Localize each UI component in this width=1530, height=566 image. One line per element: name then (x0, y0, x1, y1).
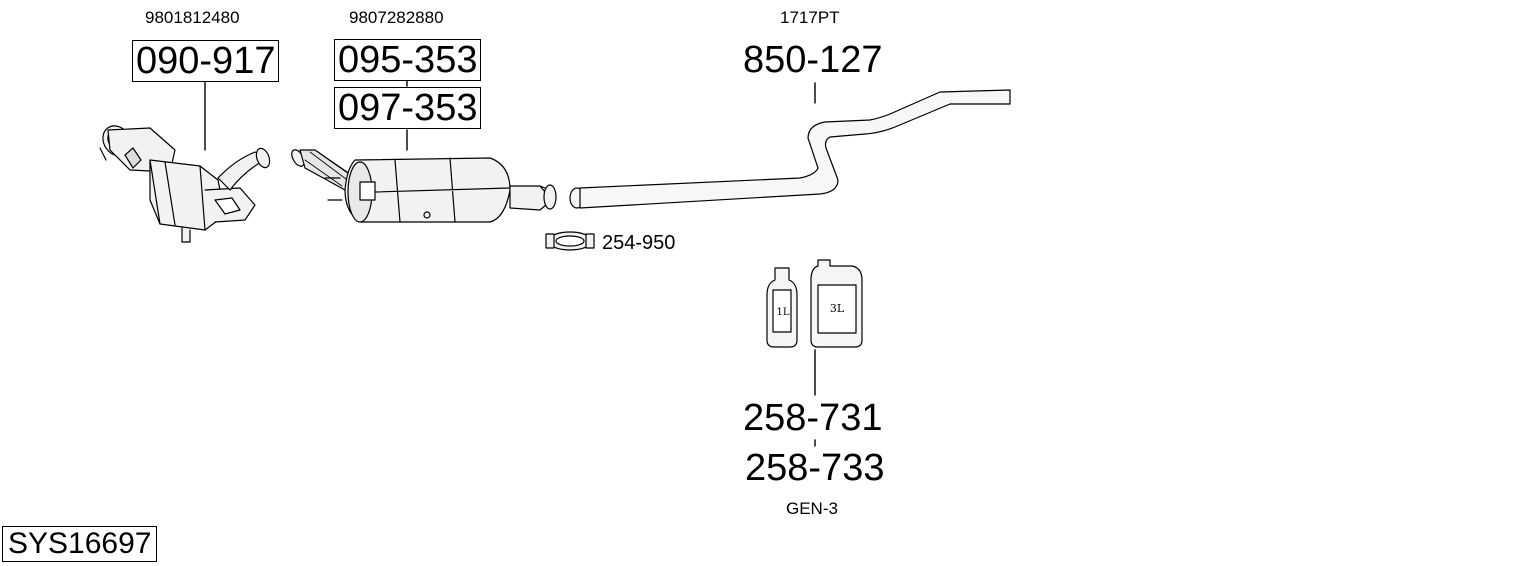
pipe-oe-number: 1717PT (780, 8, 840, 27)
pipe-part-number[interactable]: 850-127 (743, 39, 883, 81)
fluid-note: GEN-3 (786, 499, 838, 518)
particulate-filter-drawing (291, 149, 557, 223)
leader-lines (204, 79, 816, 447)
fluid-container-3l-drawing (810, 259, 863, 348)
fluid-container-1l-drawing (766, 267, 798, 348)
catalytic-converter-drawing (99, 125, 271, 243)
container-3l-label: 3L (830, 302, 845, 315)
dpf-part-number-2[interactable]: 097-353 (334, 87, 482, 129)
clamp-part-number[interactable]: 254-950 (602, 232, 676, 254)
fluid-part-number-2[interactable]: 258-733 (745, 447, 885, 489)
container-1l-label: 1L (776, 307, 789, 318)
fluid-part-number-1[interactable]: 258-731 (743, 397, 883, 439)
catalyst-part-number[interactable]: 090-917 (132, 40, 280, 82)
catalyst-oe-number: 9801812480 (145, 8, 240, 27)
system-code: SYS16697 (2, 526, 158, 562)
clamp-drawing (545, 231, 595, 251)
exhaust-pipe-drawing (569, 89, 1011, 209)
dpf-oe-number: 9807282880 (349, 8, 444, 27)
dpf-part-number-1[interactable]: 095-353 (334, 39, 482, 81)
